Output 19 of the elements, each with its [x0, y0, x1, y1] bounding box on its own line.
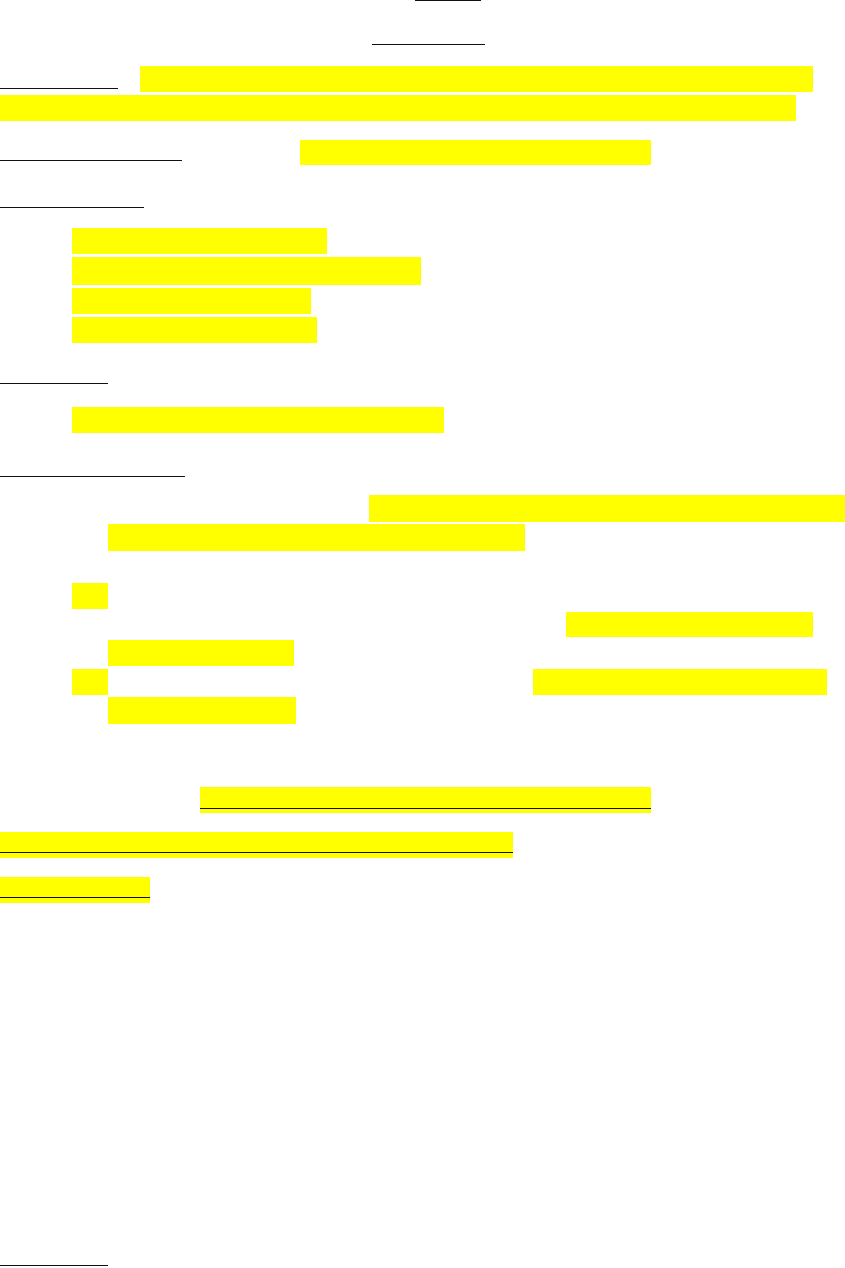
highlight-bar [0, 832, 513, 858]
highlight-bar [72, 317, 317, 343]
highlight-bar [72, 288, 311, 314]
highlight-bar [300, 140, 651, 165]
highlight-bar [72, 669, 108, 695]
highlight-bar [369, 495, 845, 522]
highlight-bar [72, 228, 327, 254]
highlight-bar [72, 407, 444, 433]
highlight-bar [140, 66, 813, 92]
highlight-bar [108, 640, 294, 666]
highlight-bar [0, 877, 150, 903]
highlight-bar [72, 257, 421, 285]
highlight-bar [108, 697, 296, 724]
highlight-bar [533, 669, 827, 695]
highlight-bar [566, 612, 813, 637]
highlight-bar [108, 524, 525, 551]
highlight-bar [72, 583, 108, 609]
highlight-bar [0, 95, 796, 121]
highlight-bar [200, 787, 651, 813]
